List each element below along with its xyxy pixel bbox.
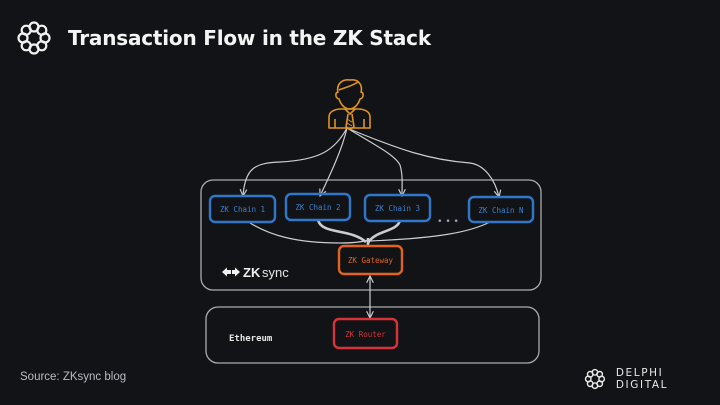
zksync-logo-light: sync bbox=[262, 265, 289, 280]
router-label: ZK Router bbox=[345, 330, 386, 339]
chain-node-label: ZK Chain 3 bbox=[375, 204, 420, 213]
chain-node-label: ZK Chain 1 bbox=[220, 205, 265, 214]
brand-name: DELPHI DIGITAL bbox=[615, 367, 669, 391]
gateway-label: ZK Gateway bbox=[348, 256, 394, 265]
chain-node-label: ZK Chain N bbox=[478, 206, 523, 215]
router-node: ZK Router bbox=[332, 317, 399, 350]
gateway-node: ZK Gateway bbox=[337, 244, 404, 276]
source-citation: Source: ZKsync blog bbox=[20, 371, 127, 383]
line-chain-3-gateway bbox=[366, 219, 402, 244]
brand-footer: DELPHI DIGITAL bbox=[584, 367, 720, 391]
arrow-to-chain-1 bbox=[243, 127, 348, 196]
delphi-knot-icon bbox=[17, 21, 51, 55]
arrow-to-chain-3 bbox=[346, 127, 402, 196]
line-chain-2-gateway bbox=[316, 219, 367, 244]
slide-header: Transaction Flow in the ZK Stack bbox=[16, 20, 431, 56]
line-chain-n-gateway bbox=[369, 221, 491, 242]
arrow-to-chain-2 bbox=[320, 127, 348, 196]
delphi-knot-icon bbox=[584, 368, 606, 390]
line-chain-1-gateway bbox=[249, 222, 369, 244]
chain-node-label: ZK Chain 2 bbox=[295, 203, 340, 212]
chain-ellipsis: • • • bbox=[437, 217, 459, 227]
page-title: Transaction Flow in the ZK Stack bbox=[68, 26, 431, 50]
arrow-to-chain-n bbox=[346, 127, 499, 197]
chain-node-1: ZK Chain 1 bbox=[208, 194, 277, 224]
businessman-icon bbox=[328, 79, 371, 130]
ethereum-label: Ethereum bbox=[229, 334, 273, 344]
zksync-arrows-icon bbox=[222, 267, 231, 277]
chain-to-gateway-lines bbox=[249, 219, 491, 246]
zksync-logo-bold: ZK bbox=[243, 265, 261, 280]
chain-node-n: ZK Chain N bbox=[467, 195, 535, 224]
zksync-logo: ZK sync bbox=[222, 265, 289, 280]
chain-node-3: ZK Chain 3 bbox=[363, 193, 432, 223]
user-to-chain-arrows bbox=[243, 127, 499, 197]
chain-node-2: ZK Chain 2 bbox=[284, 192, 352, 222]
